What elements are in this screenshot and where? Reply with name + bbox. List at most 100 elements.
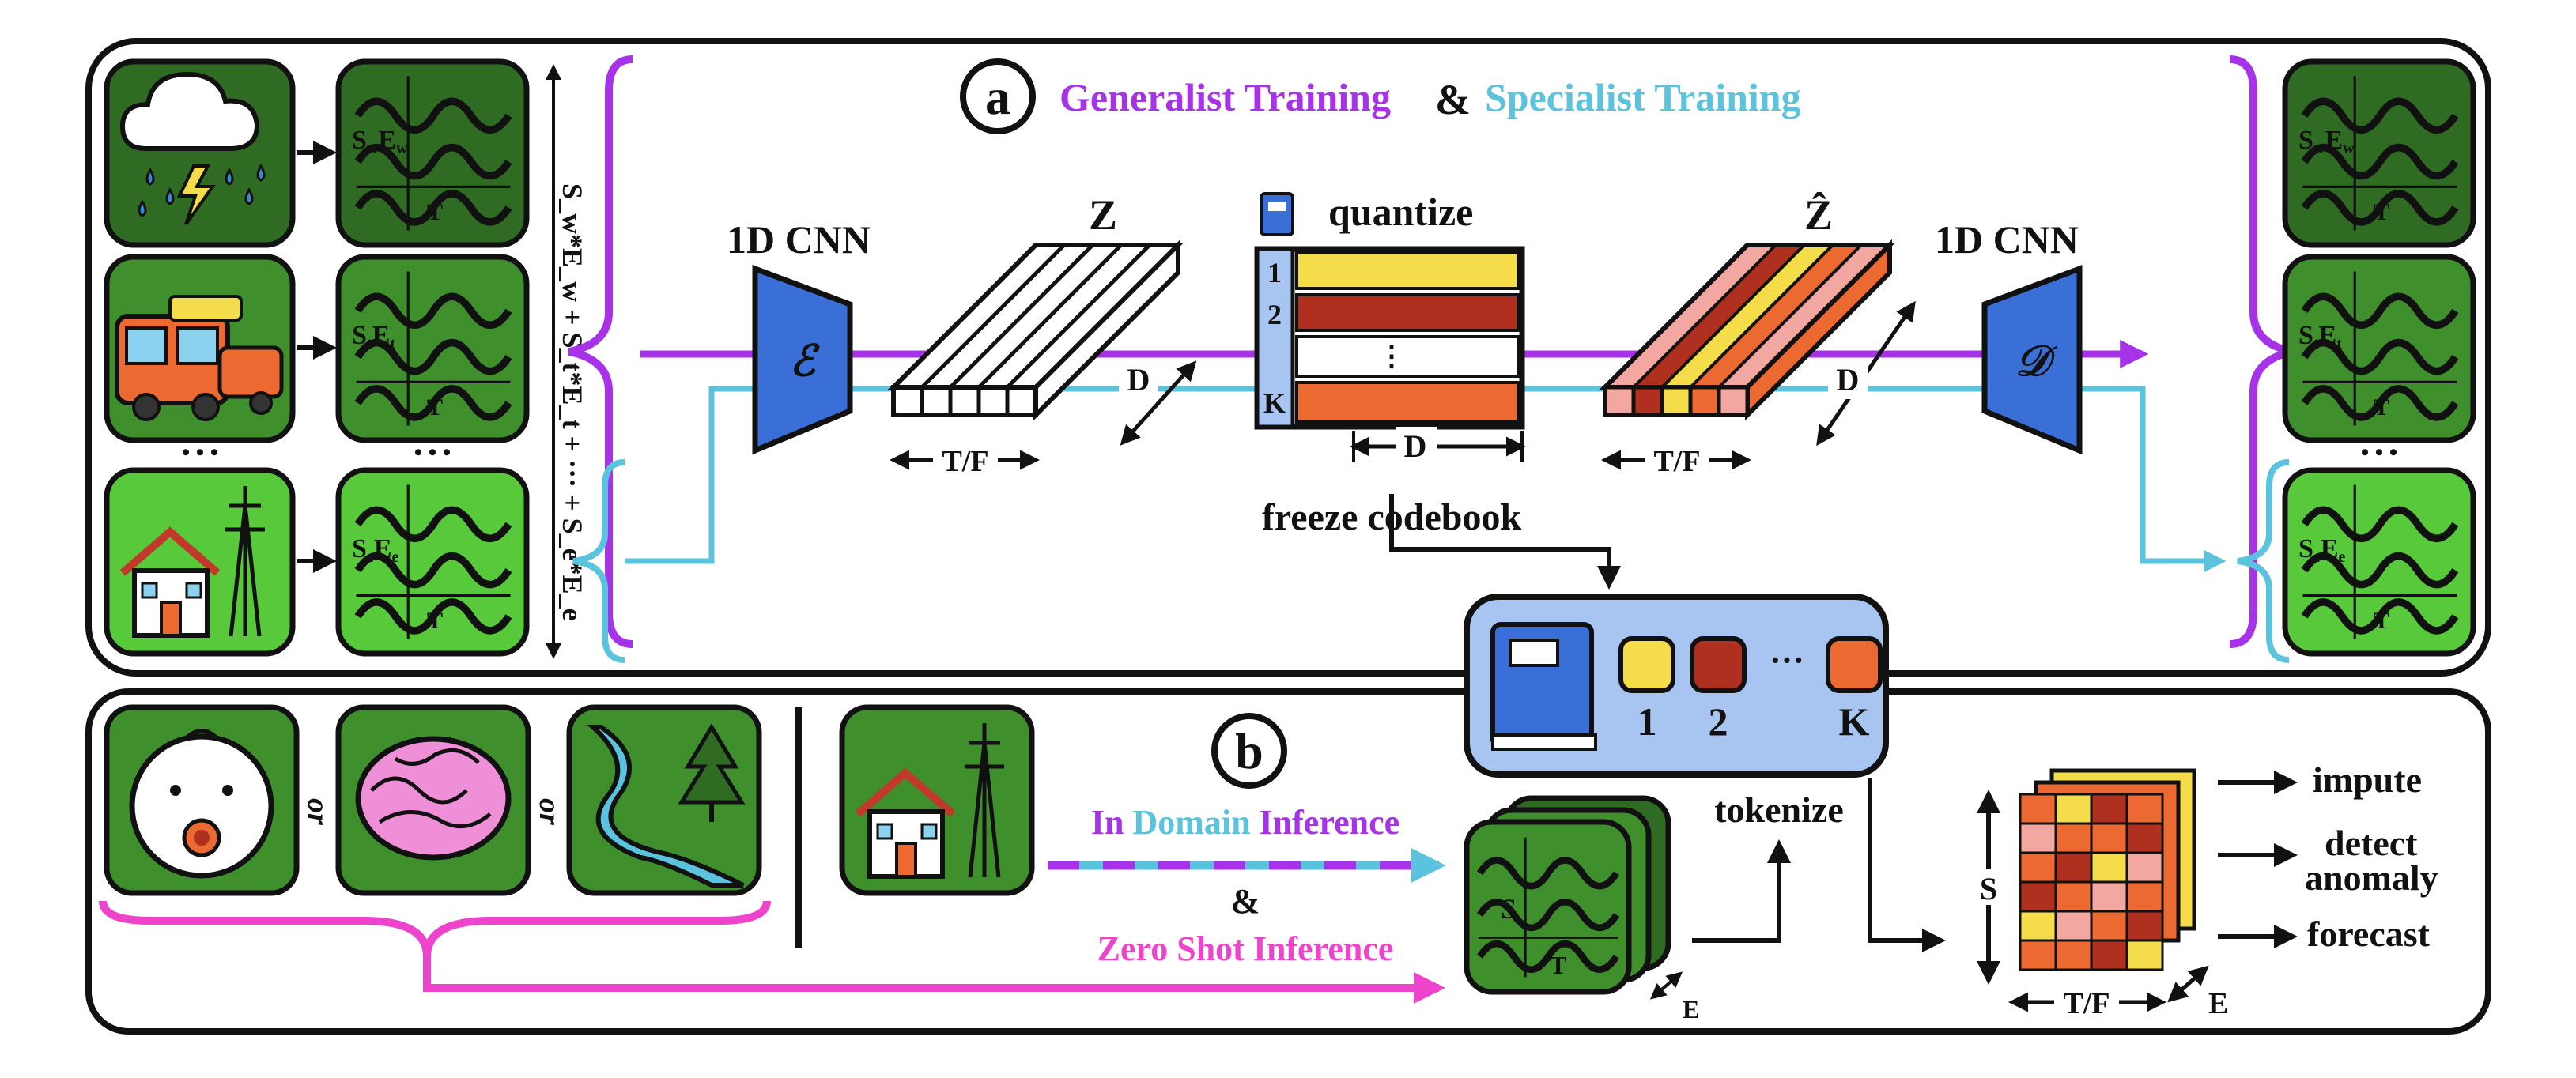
stack-e-arrow <box>1649 971 1683 1000</box>
token-label-k: K <box>1839 699 1870 744</box>
task-anomaly: anomaly <box>2305 858 2438 898</box>
weather-domain-icon <box>104 58 296 248</box>
grid-tf-label: T/F <box>2063 987 2110 1020</box>
token-grid-cell <box>2125 910 2164 942</box>
electricity-wave-tile: SeEe T <box>335 467 530 657</box>
token-grid-cell <box>2019 939 2057 971</box>
panel-b-badge-circle <box>1211 713 1287 789</box>
z-label: Z <box>1089 191 1117 239</box>
zhat-label: Ẑ <box>1804 191 1833 239</box>
token-grid-cell <box>2019 822 2057 854</box>
traffic-wave-tile: StEt T <box>335 254 530 443</box>
token-grid-cell <box>2125 880 2164 913</box>
token-grid-stack <box>2019 768 2196 971</box>
token-grid-cell <box>2125 939 2164 971</box>
token-grid-cell <box>2054 793 2093 825</box>
svg-text:StEt: StEt <box>2298 321 2342 352</box>
encoder-symbol: ℰ <box>790 337 821 385</box>
zhat-d-label: D <box>1837 362 1860 398</box>
or-label-1: or <box>301 798 334 826</box>
svg-text:T: T <box>2374 199 2389 225</box>
river-domain-icon <box>566 704 762 896</box>
in-domain-electricity-icon <box>839 704 1035 896</box>
token-grid-cell <box>2054 822 2093 854</box>
token-grid-cell <box>2090 793 2128 825</box>
stack-formula: S_w*E_w + S_t*E_t + ··· + S_e*E_e <box>557 183 588 621</box>
token-grid-cell <box>2125 851 2164 884</box>
zhat-latent-block <box>1599 239 1896 421</box>
svg-text:T: T <box>2374 608 2389 634</box>
stack-e-label: E <box>1683 995 1699 1023</box>
codebook-d-label: D <box>1404 428 1427 464</box>
token-grid-cell <box>2019 910 2057 942</box>
output-tile-ellipsis: • • • <box>2361 439 2398 466</box>
token-grid-cell <box>2054 880 2093 913</box>
token-grid-cell <box>2090 851 2128 884</box>
token-ellipsis: ··· <box>1770 641 1804 680</box>
token-grid <box>2019 793 2164 971</box>
panel-b-ampersand: & <box>1231 882 1260 921</box>
z-tf-label: T/F <box>942 445 988 478</box>
electricity-domain-icon <box>104 467 296 657</box>
traffic-t-label: T <box>427 394 443 420</box>
left-icon-ellipsis: • • • <box>182 439 219 466</box>
token-red <box>1690 636 1747 693</box>
decoder-trapezoid <box>1981 264 2083 455</box>
stack-s-label: S <box>1501 893 1517 925</box>
panel-a-badge-circle <box>960 58 1036 134</box>
token-label-1: 1 <box>1637 699 1657 744</box>
svg-text:SwEw: SwEw <box>2298 126 2355 157</box>
tokens-to-grid-arrow <box>1868 778 1946 952</box>
left-cyan-brace <box>572 459 625 663</box>
freeze-codebook-arrow <box>1389 494 1621 590</box>
task-impute: impute <box>2313 760 2422 800</box>
svg-text:SeEe: SeEe <box>2298 534 2346 566</box>
codebook-row-k: K <box>1263 387 1286 419</box>
stack-t-label: T <box>1550 951 1566 979</box>
encoder-trapezoid <box>752 264 853 455</box>
output-traffic-wave-tile: StEt T <box>2282 254 2476 443</box>
encoder-label: 1D CNN <box>727 217 871 262</box>
infant-domain-icon <box>104 704 300 896</box>
codebook-row-1: 1 <box>1267 257 1282 288</box>
token-yellow <box>1618 636 1675 693</box>
token-grid-cell <box>2019 851 2057 884</box>
token-grid-cell <box>2019 793 2057 825</box>
in-domain-inference-label: In Domain Inference <box>1091 803 1399 842</box>
token-grid-cell <box>2125 822 2164 854</box>
generalist-training-title: Generalist Training <box>1059 75 1391 119</box>
z-d-label: D <box>1127 362 1150 398</box>
wave-tile-ellipsis: • • • <box>414 439 451 466</box>
weather-t-label: T <box>427 199 443 225</box>
panel-b-badge: b <box>1235 723 1263 779</box>
grid-e-arrow <box>2167 965 2209 1003</box>
token-orange <box>1826 636 1883 693</box>
tokenizer-box: ··· 1 2 K <box>1464 594 1889 778</box>
or-label-2: or <box>533 798 566 826</box>
zhat-tf-label: T/F <box>1653 445 1700 478</box>
tokenize-up-arrow <box>1692 839 1791 943</box>
zero-shot-inference-label: Zero Shot Inference <box>1097 929 1394 968</box>
specialist-training-title: Specialist Training <box>1485 75 1801 119</box>
weather-se-label: SwEw <box>352 126 408 157</box>
token-grid-cell <box>2125 793 2164 825</box>
panel-a-title: a Generalist Training & Specialist Train… <box>960 58 1801 134</box>
right-cyan-brace <box>2237 459 2290 663</box>
token-grid-cell <box>2054 851 2093 884</box>
codebook-icon <box>1260 192 1294 236</box>
zero-shot-arrow <box>423 952 1445 1004</box>
output-weather-wave-tile: SwEw T <box>2282 58 2476 248</box>
token-grid-cell <box>2054 939 2093 971</box>
tokenizer-book-icon <box>1490 622 1597 751</box>
codebook-row-ellipsis: ⋮ <box>1377 340 1406 371</box>
quantize-label: quantize <box>1328 190 1473 234</box>
traffic-se-label: StEt <box>352 321 395 352</box>
traffic-domain-icon <box>104 254 296 443</box>
left-purple-brace <box>568 55 633 648</box>
brain-domain-icon <box>335 704 531 896</box>
title-ampersand: & <box>1435 76 1471 123</box>
tokenize-label: tokenize <box>1714 790 1844 830</box>
electricity-se-label: SeEe <box>352 534 399 566</box>
token-grid-cell <box>2054 910 2093 942</box>
